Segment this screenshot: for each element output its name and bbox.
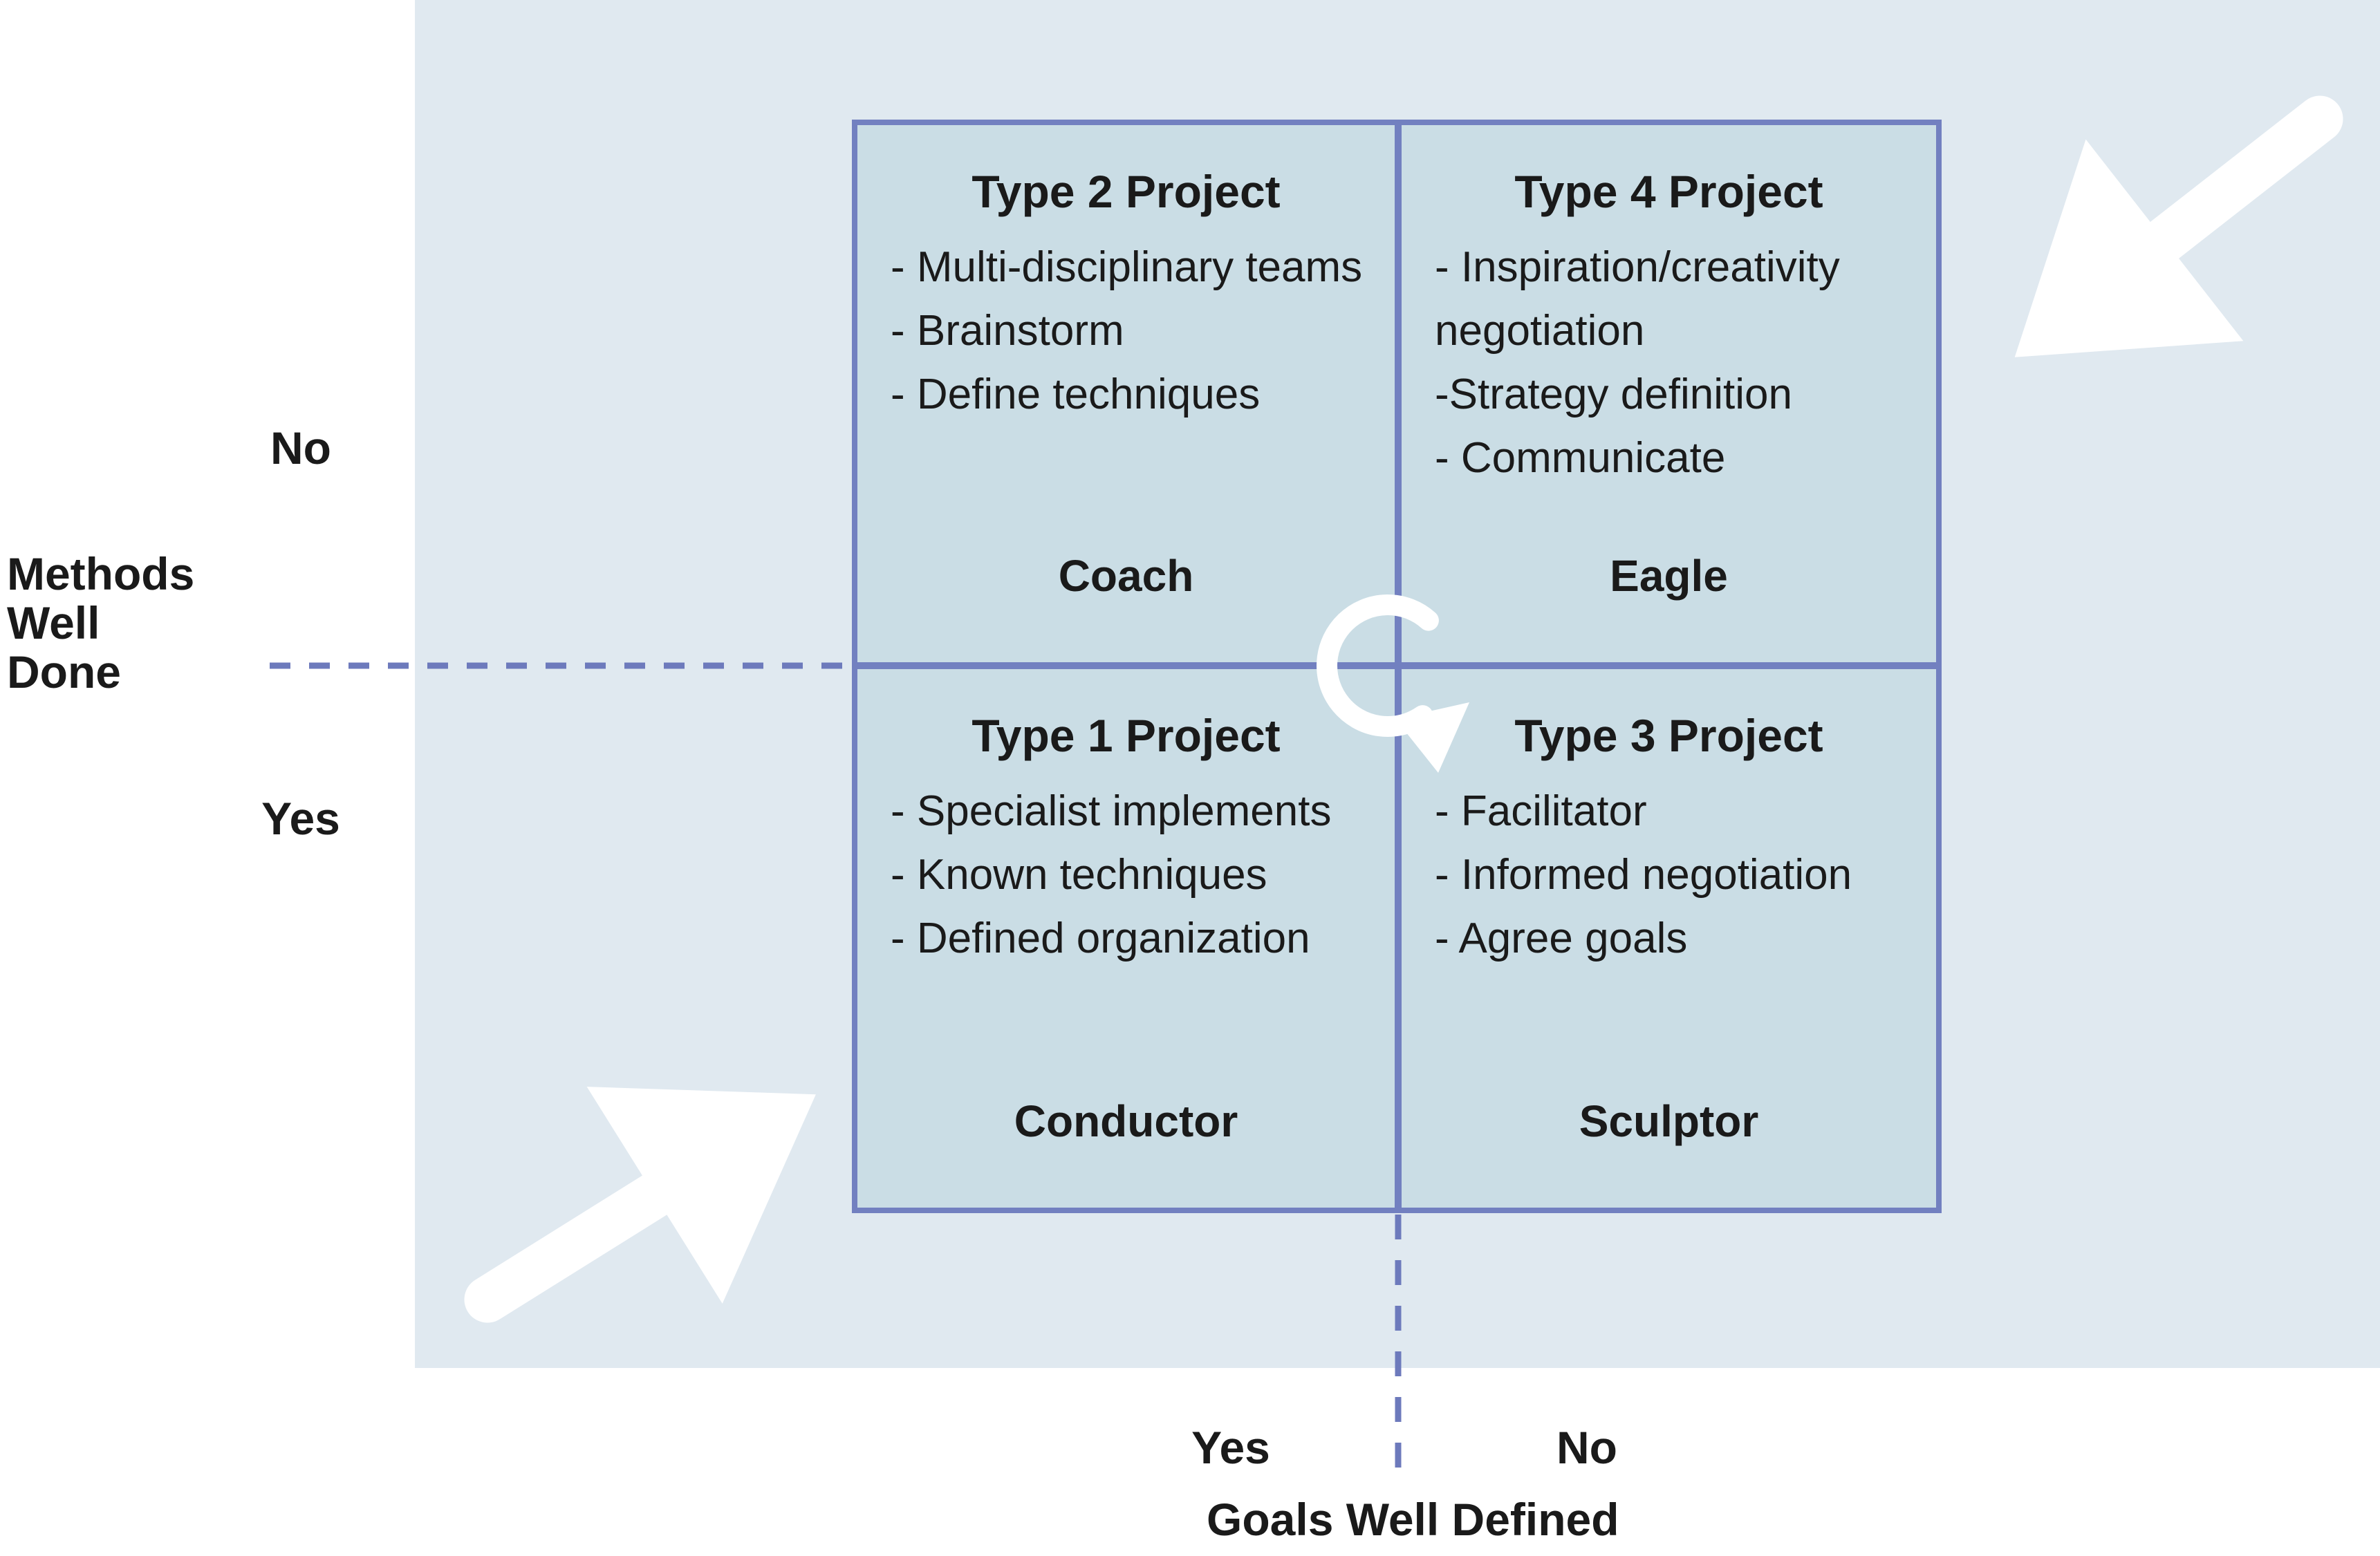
bullet-item: - Agree goals bbox=[1435, 915, 1688, 962]
quadrant-title: Type 3 Project bbox=[1514, 710, 1823, 761]
quadrant-type-4: Type 4 Project - Inspiration/creativity … bbox=[1402, 125, 1936, 662]
y-axis-bottom-label: Yes bbox=[261, 793, 340, 844]
quadrant-type-2: Type 2 Project - Multi-disciplinary team… bbox=[857, 125, 1395, 662]
quadrant-role-label: Coach bbox=[1058, 551, 1194, 601]
bullet-item: -Strategy definition bbox=[1435, 371, 1792, 418]
bullet-item: - Known techniques bbox=[891, 851, 1267, 899]
quadrant-title: Type 2 Project bbox=[971, 166, 1281, 217]
y-axis-title-line: Well bbox=[7, 597, 100, 648]
bullet-item: - Define techniques bbox=[891, 371, 1261, 418]
x-axis-right-label: No bbox=[1556, 1422, 1617, 1473]
y-axis-title: Methods Well Done bbox=[7, 550, 194, 697]
bullet-item: - Specialist implements bbox=[891, 787, 1332, 835]
matrix-horizontal-divider bbox=[857, 662, 1936, 669]
quadrant-bullet-list: - Specialist implements - Known techniqu… bbox=[857, 780, 1395, 971]
y-axis-title-line: Methods bbox=[7, 548, 195, 599]
bullet-item: - Defined organization bbox=[891, 915, 1310, 962]
bullet-item: - Informed negotiation bbox=[1435, 851, 1852, 899]
quadrant-role-label: Sculptor bbox=[1579, 1096, 1759, 1146]
y-axis-top-label: No bbox=[270, 422, 331, 474]
quadrant-title: Type 4 Project bbox=[1514, 166, 1823, 217]
bullet-item: negotiation bbox=[1435, 307, 1645, 355]
bullet-item: - Multi-disciplinary teams bbox=[891, 243, 1363, 291]
quadrant-title: Type 1 Project bbox=[971, 710, 1281, 761]
quadrant-bullet-list: - Multi-disciplinary teams - Brainstorm … bbox=[857, 236, 1395, 427]
bullet-item: - Inspiration/creativity bbox=[1435, 243, 1840, 291]
bullet-item: - Communicate bbox=[1435, 434, 1726, 482]
quadrant-bullet-list: - Inspiration/creativity negotiation -St… bbox=[1402, 236, 1936, 490]
x-axis-title: Goals Well Defined bbox=[1207, 1494, 1619, 1545]
y-axis-title-line: Done bbox=[7, 646, 121, 697]
quadrant-role-label: Eagle bbox=[1610, 551, 1728, 601]
bullet-item: - Brainstorm bbox=[891, 307, 1124, 355]
x-axis-left-label: Yes bbox=[1191, 1422, 1270, 1473]
quadrant-bullet-list: - Facilitator - Informed negotiation - A… bbox=[1402, 780, 1936, 971]
quadrant-type-1: Type 1 Project - Specialist implements -… bbox=[857, 669, 1395, 1208]
bullet-item: - Facilitator bbox=[1435, 787, 1647, 835]
matrix-grid: Type 2 Project - Multi-disciplinary team… bbox=[852, 120, 1942, 1213]
quadrant-role-label: Conductor bbox=[1014, 1096, 1238, 1146]
quadrant-type-3: Type 3 Project - Facilitator - Informed … bbox=[1402, 669, 1936, 1208]
